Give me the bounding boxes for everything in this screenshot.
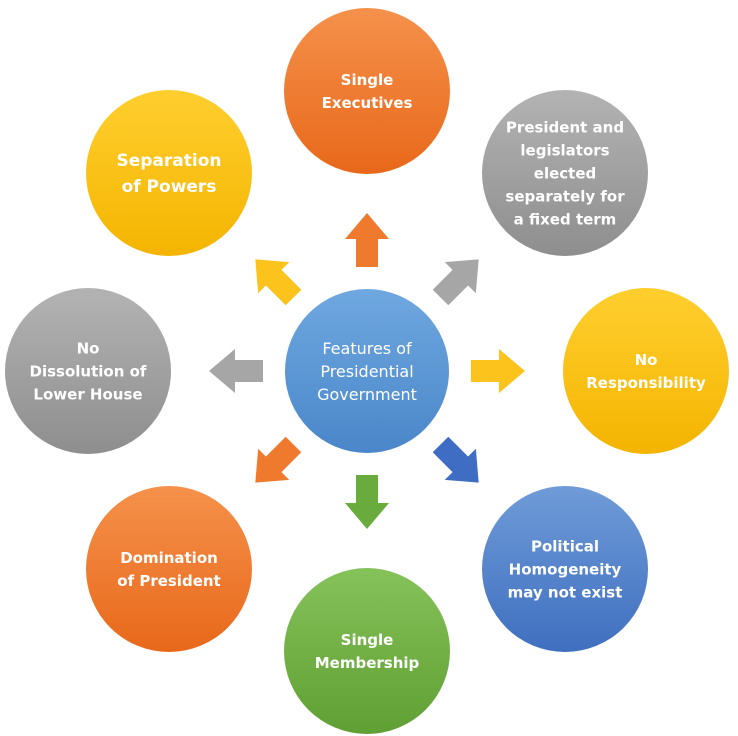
node-label-line-4: separately for bbox=[505, 187, 625, 205]
arrow-to-domination-of-president bbox=[255, 436, 302, 483]
center-label-line-1: Features of bbox=[322, 339, 412, 358]
center-label-line-3: Government bbox=[317, 385, 417, 404]
arrow-to-president-legislators bbox=[432, 259, 479, 306]
arrow-to-separation-of-powers bbox=[255, 259, 302, 306]
node-label-line-3: may not exist bbox=[508, 583, 623, 601]
node-label-line-2: Executives bbox=[322, 94, 413, 112]
node-circle bbox=[86, 90, 252, 256]
node-separation-of-powers: Separation of Powers bbox=[86, 90, 252, 256]
node-circle bbox=[563, 288, 729, 454]
node-label-line-1: Separation bbox=[116, 151, 221, 171]
node-label-line-1: No bbox=[77, 339, 100, 357]
node-circle bbox=[482, 486, 648, 652]
arrow-to-no-responsibility bbox=[471, 349, 525, 393]
node-circle bbox=[86, 486, 252, 652]
node-label-line-2: of Powers bbox=[122, 177, 217, 197]
node-label-line-1: No bbox=[635, 351, 658, 369]
center-label-line-2: Presidential bbox=[320, 362, 413, 381]
node-president-legislators: President and legislators elected separatel… bbox=[482, 90, 648, 256]
arrow-to-single-membership bbox=[345, 475, 389, 529]
arrow-to-single-executives bbox=[345, 213, 389, 267]
node-circle bbox=[482, 90, 648, 256]
node-label-line-2: Dissolution of bbox=[30, 362, 147, 380]
center-circle bbox=[285, 289, 449, 453]
node-label-line-1: Domination bbox=[120, 549, 218, 567]
node-label-line-2: legislators bbox=[520, 141, 609, 159]
node-label-line-3: Lower House bbox=[33, 385, 142, 403]
node-label-line-5: a fixed term bbox=[514, 210, 617, 228]
node-domination-of-president: Domination of President bbox=[86, 486, 252, 652]
node-label-line-2: Homogeneity bbox=[509, 560, 622, 578]
node-label-line-1: President and bbox=[506, 118, 624, 136]
arrow-to-political-homogeneity bbox=[432, 436, 479, 483]
node-circle bbox=[5, 288, 171, 454]
node-label-line-1: Political bbox=[531, 537, 599, 555]
node-label-line-2: of President bbox=[117, 572, 220, 590]
arrow-to-no-dissolution bbox=[209, 349, 263, 393]
node-label-line-3: elected bbox=[534, 164, 596, 182]
node-label-line-1: Single bbox=[341, 71, 394, 89]
node-circle bbox=[284, 568, 450, 734]
node-label-line-2: Responsibility bbox=[586, 374, 706, 392]
arrows-layer bbox=[209, 213, 525, 529]
node-label-line-2: Membership bbox=[315, 654, 420, 672]
node-circle bbox=[284, 8, 450, 174]
node-label-line-1: Single bbox=[341, 631, 394, 649]
